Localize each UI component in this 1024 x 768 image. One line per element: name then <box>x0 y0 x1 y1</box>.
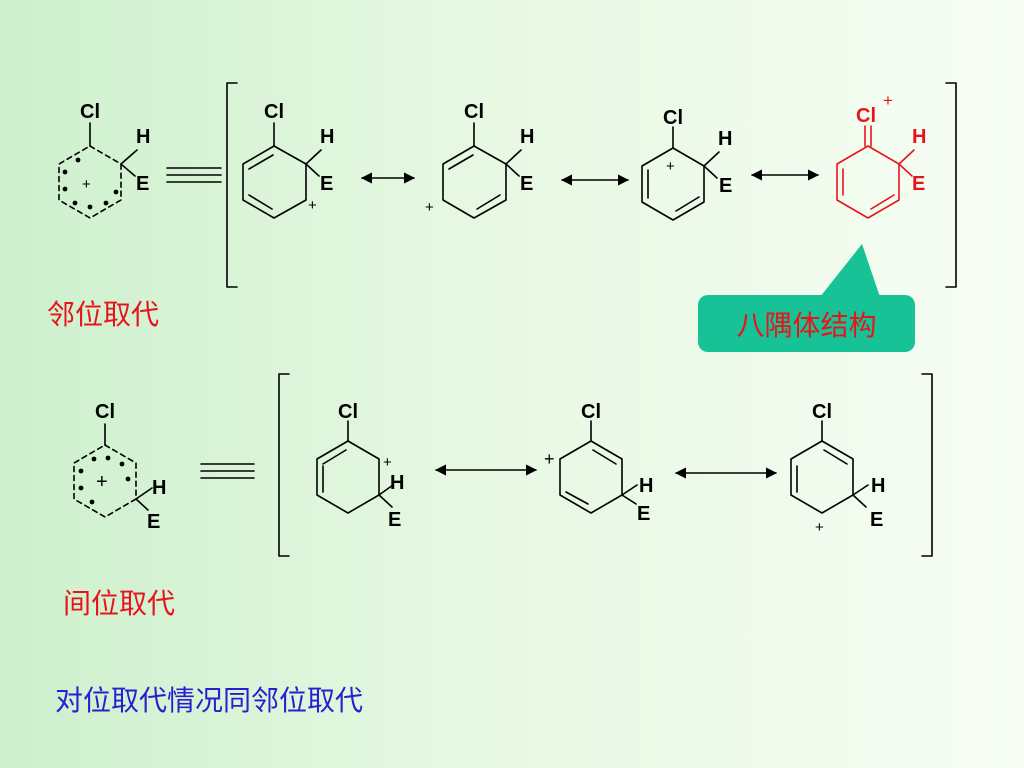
octet-structure-callout-text: 八隅体结构 <box>736 308 877 342</box>
ortho-resonance-structure-3: Cl H E + <box>641 107 732 221</box>
ortho-r2-e-label: E <box>520 173 533 195</box>
ortho-hybrid-plus: + <box>82 176 91 193</box>
meta-resonance-structure-3: Cl H E + <box>790 401 885 536</box>
ortho-r1-h-label: H <box>320 126 334 148</box>
meta-r1-plus: + <box>383 454 392 471</box>
ortho-r4-cl-plus: + <box>883 91 893 110</box>
ortho-equivalence-sign <box>166 167 222 183</box>
meta-right-bracket <box>921 373 933 557</box>
ortho-r4-h-label: H <box>912 126 926 148</box>
meta-r3-h-label: H <box>871 475 885 497</box>
meta-r1-cl-label: Cl <box>338 401 358 423</box>
ortho-r2-plus: + <box>425 199 434 216</box>
meta-r2-plus: + <box>544 449 555 469</box>
para-substitution-note: 对位取代情况同邻位取代 <box>55 684 364 717</box>
meta-r3-e-label: E <box>870 509 883 531</box>
meta-hybrid-structure: Cl H E + <box>73 401 166 533</box>
ortho-left-bracket <box>226 82 238 288</box>
meta-r3-cl-label: Cl <box>812 401 832 423</box>
ortho-r1-plus: + <box>308 197 317 214</box>
octet-structure-callout: 八隅体结构 <box>698 295 915 352</box>
ortho-r2-h-label: H <box>520 126 534 148</box>
meta-r1-e-label: E <box>388 509 401 531</box>
ortho-r3-plus: + <box>666 158 675 175</box>
meta-r2-e-label: E <box>637 503 650 525</box>
meta-equivalence-sign <box>200 463 255 479</box>
meta-resonance-structure-1: Cl + H E <box>316 401 404 531</box>
ortho-r2-cl-label: Cl <box>464 101 484 123</box>
meta-r2-h-label: H <box>639 475 653 497</box>
meta-r2-cl-label: Cl <box>581 401 601 423</box>
ortho-r1-e-label: E <box>320 173 333 195</box>
ortho-resonance-structure-1: Cl H E + <box>242 101 334 219</box>
octet-callout-pointer <box>820 244 880 297</box>
ortho-r4-e-label: E <box>912 173 925 195</box>
meta-resonance-structure-2: Cl + H E <box>544 401 653 525</box>
ortho-hybrid-structure: Cl H E + <box>58 101 150 219</box>
ortho-r3-e-label: E <box>719 175 732 197</box>
meta-hybrid-cl-label: Cl <box>95 401 115 423</box>
meta-hybrid-plus: + <box>96 471 108 493</box>
ortho-r4-cl-label: Cl <box>856 105 876 127</box>
ortho-r1-cl-label: Cl <box>264 101 284 123</box>
meta-left-bracket <box>278 373 290 557</box>
ortho-r3-cl-label: Cl <box>663 107 683 129</box>
meta-r1-h-label: H <box>390 472 404 494</box>
ortho-hybrid-h-label: H <box>136 126 150 148</box>
meta-hybrid-h-label: H <box>152 477 166 499</box>
meta-r3-plus: + <box>815 519 824 536</box>
ortho-resonance-structure-4-octet: Cl + H E <box>836 91 926 219</box>
meta-substitution-caption: 间位取代 <box>63 587 176 620</box>
ortho-substitution-caption: 邻位取代 <box>47 298 160 331</box>
ortho-resonance-structure-2: Cl H E + <box>425 101 534 219</box>
meta-hybrid-e-label: E <box>147 511 160 533</box>
ortho-r3-h-label: H <box>718 128 732 150</box>
ortho-hybrid-e-label: E <box>136 173 149 195</box>
ortho-right-bracket <box>945 82 957 288</box>
ortho-hybrid-cl-label: Cl <box>80 101 100 123</box>
